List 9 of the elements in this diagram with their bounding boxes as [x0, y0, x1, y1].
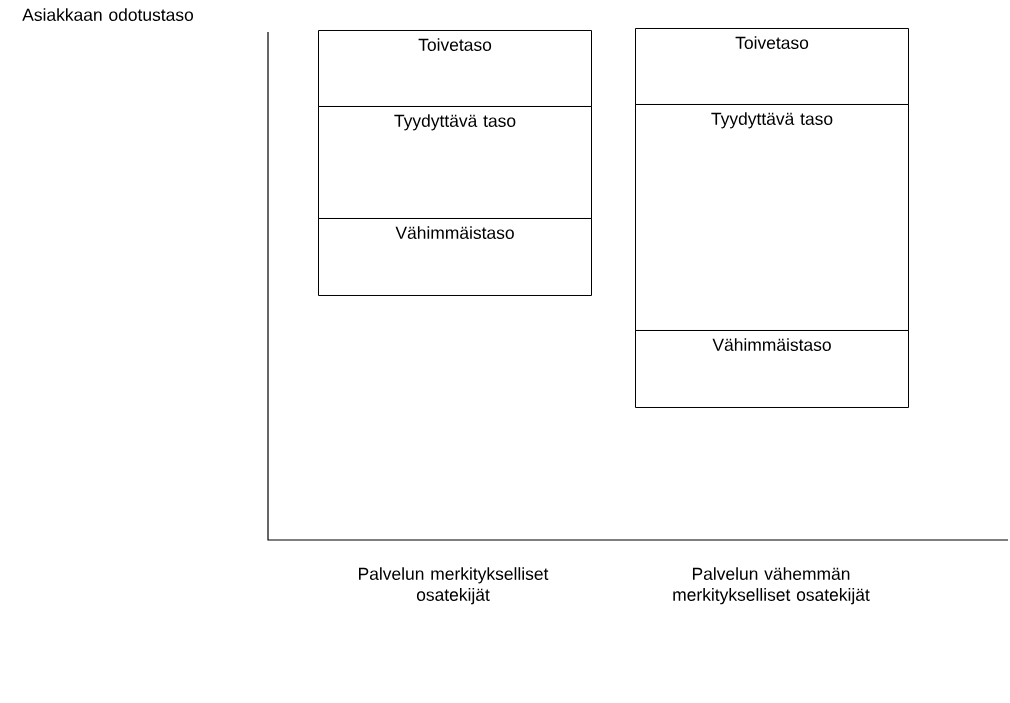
level-band: Vähimmäistaso	[318, 218, 592, 296]
level-band: Tyydyttävä taso	[318, 106, 592, 219]
level-band: Vähimmäistaso	[635, 330, 909, 408]
level-band: Toivetaso	[318, 30, 592, 107]
level-band: Toivetaso	[635, 28, 909, 105]
axis-label: Palvelun vähemmän merkitykselliset osatekijät	[673, 567, 870, 605]
axis-label: Palvelun merkitykselliset osatekijät	[359, 567, 549, 605]
level-band: Tyydyttävä taso	[635, 104, 909, 331]
axis-label: Asiakkaan odotustaso	[22, 8, 193, 21]
